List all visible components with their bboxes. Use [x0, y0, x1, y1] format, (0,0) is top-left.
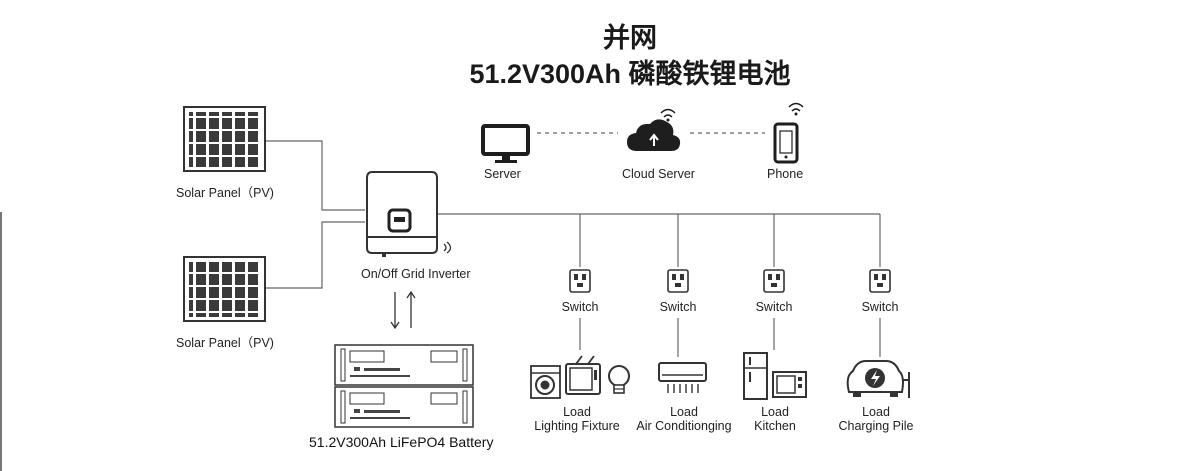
load-label-4: Load Charging Pile	[830, 405, 922, 433]
switch-label-2: Switch	[659, 300, 697, 314]
load-type-3: Kitchen	[754, 419, 796, 433]
cloud-server-icon	[627, 108, 681, 151]
washing-machine-icon	[530, 365, 561, 399]
switch-icon-4	[869, 269, 891, 293]
microwave-icon	[772, 371, 807, 398]
wire-pv-bottom	[265, 221, 365, 289]
phone-label: Phone	[767, 167, 804, 181]
server-label: Server	[484, 167, 521, 181]
load-title-3: Load	[761, 405, 789, 419]
switch-label-1: Switch	[561, 300, 599, 314]
inverter-label: On/Off Grid Inverter	[361, 267, 471, 281]
switch-label-4: Switch	[861, 300, 899, 314]
switch-label-3: Switch	[755, 300, 793, 314]
load-type-4: Charging Pile	[838, 419, 914, 433]
battery-label: 51.2V300Ah LiFePO4 Battery	[309, 434, 494, 450]
load-type-1: Lighting Fixture	[534, 419, 620, 433]
solar-panel-top-icon	[183, 106, 266, 172]
wire-pv-top	[265, 140, 365, 211]
load-type-2: Air Conditionging	[636, 419, 732, 433]
switch-icon-3	[763, 269, 785, 293]
cloud-server-label: Cloud Server	[622, 167, 695, 181]
title-line-2: 51.2V300Ah 磷酸铁锂电池	[469, 59, 791, 89]
switch-icon-1	[569, 269, 591, 293]
load-label-1: Load Lighting Fixture	[527, 405, 627, 433]
air-conditioner-icon	[658, 362, 707, 393]
load-title-1: Load	[563, 405, 591, 419]
battery-icon	[334, 344, 474, 428]
ev-charger-icon	[846, 360, 910, 398]
load-label-2: Load Air Conditionging	[629, 405, 739, 433]
phone-icon	[773, 102, 804, 164]
wiring	[265, 132, 881, 357]
load-label-3: Load Kitchen	[735, 405, 815, 433]
title-line-1: 并网	[603, 23, 657, 53]
load-title-2: Load	[670, 405, 698, 419]
refrigerator-icon	[743, 352, 768, 400]
left-edge-line	[0, 212, 2, 471]
solar-panel-bottom-label: Solar Panel（PV)	[176, 336, 274, 350]
light-bulb-icon	[608, 365, 630, 394]
battery-flow-arrows	[390, 290, 416, 330]
solar-panel-top-label: Solar Panel（PV)	[176, 186, 274, 200]
solar-panel-bottom-icon	[183, 256, 266, 322]
switch-icon-2	[667, 269, 689, 293]
inverter-icon	[366, 171, 452, 257]
load-title-4: Load	[862, 405, 890, 419]
television-icon	[565, 355, 601, 395]
server-monitor-icon	[481, 124, 530, 163]
